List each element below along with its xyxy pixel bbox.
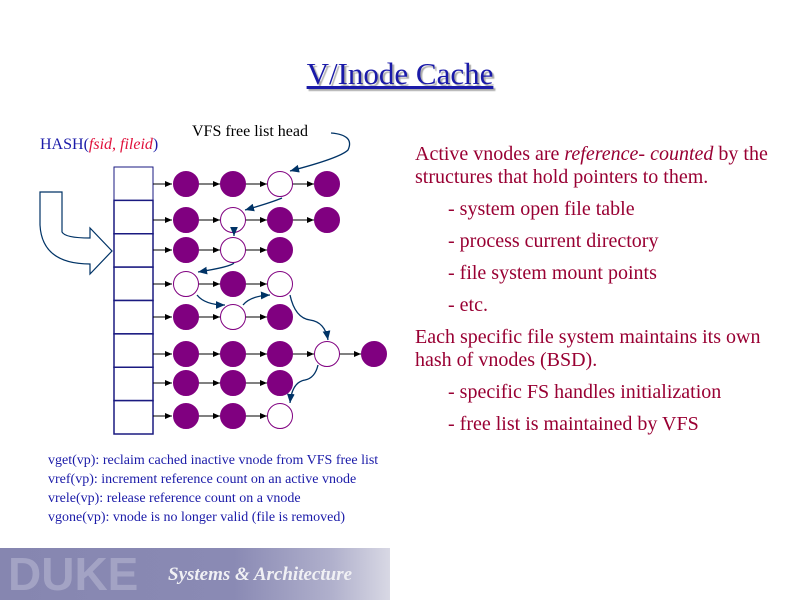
api-vref: vref(vp): increment reference count on a… (48, 472, 357, 487)
active-vnode (220, 271, 246, 297)
hash-bucket (113, 399, 154, 435)
hash-bucket (113, 233, 154, 268)
footer-subtitle: Systems & Architecture (168, 564, 353, 585)
hash-bucket (113, 299, 154, 335)
active-vnode (220, 403, 246, 429)
hash-bucket (113, 333, 154, 368)
active-vnode (173, 403, 199, 429)
active-vnode (220, 171, 246, 197)
free-vnode (173, 271, 199, 297)
free-list-links (196, 132, 351, 404)
bullet: - specific FS handles initialization (448, 381, 722, 403)
bullet: - free list is maintained by VFS (448, 413, 699, 435)
hash-bucket (113, 166, 154, 201)
api-list: vget(vp): reclaim cached inactive vnode … (48, 451, 378, 527)
free-vnode (267, 171, 293, 197)
hash-bucket (113, 266, 154, 302)
active-vnode (267, 237, 293, 263)
active-vnode (173, 171, 199, 197)
bullet: - etc. (448, 294, 488, 316)
api-vgone: vgone(vp): vnode is no longer valid (fil… (48, 510, 346, 525)
active-vnode (267, 304, 293, 330)
active-vnode (173, 370, 199, 396)
vnode-cache-diagram (39, 132, 387, 435)
active-vnode (173, 237, 199, 263)
slide-title: V/Inode Cache (306, 56, 494, 91)
free-vnode (267, 403, 293, 429)
paragraph-hash: Each specific file system maintains its … (415, 326, 761, 371)
bullet: - file system mount points (448, 262, 657, 284)
free-vnode (220, 207, 246, 233)
hash-bucket (113, 199, 154, 235)
active-vnode (314, 207, 340, 233)
active-vnode (267, 370, 293, 396)
paragraph-refcount: Active vnodes are reference- counted by … (415, 143, 768, 188)
free-vnode (220, 304, 246, 330)
free-vnode (220, 237, 246, 263)
footer-banner: DUKE Systems & Architecture (0, 548, 390, 600)
bullet: - process current directory (448, 230, 659, 252)
vnode-chains (153, 171, 387, 429)
free-vnode (267, 271, 293, 297)
active-vnode (314, 171, 340, 197)
active-vnode (267, 207, 293, 233)
active-vnode (173, 207, 199, 233)
hash-bucket (113, 366, 154, 402)
api-vrele: vrele(vp): release reference count on a … (48, 491, 301, 506)
hash-arrow-icon (39, 191, 113, 276)
active-vnode (267, 341, 293, 367)
duke-logo: DUKE (8, 548, 139, 600)
hash-label: HASH(fsid, fileid) (40, 136, 159, 153)
hash-table (113, 166, 154, 435)
active-vnode (220, 370, 246, 396)
active-vnode (173, 304, 199, 330)
active-vnode (173, 341, 199, 367)
bullet: - system open file table (448, 198, 635, 220)
active-vnode (220, 341, 246, 367)
active-vnode (361, 341, 387, 367)
api-vget: vget(vp): reclaim cached inactive vnode … (48, 453, 379, 468)
free-list-head-label: VFS free list head (192, 123, 308, 140)
explanation-text: Active vnodes are reference- counted by … (415, 143, 785, 436)
free-vnode (314, 341, 340, 367)
